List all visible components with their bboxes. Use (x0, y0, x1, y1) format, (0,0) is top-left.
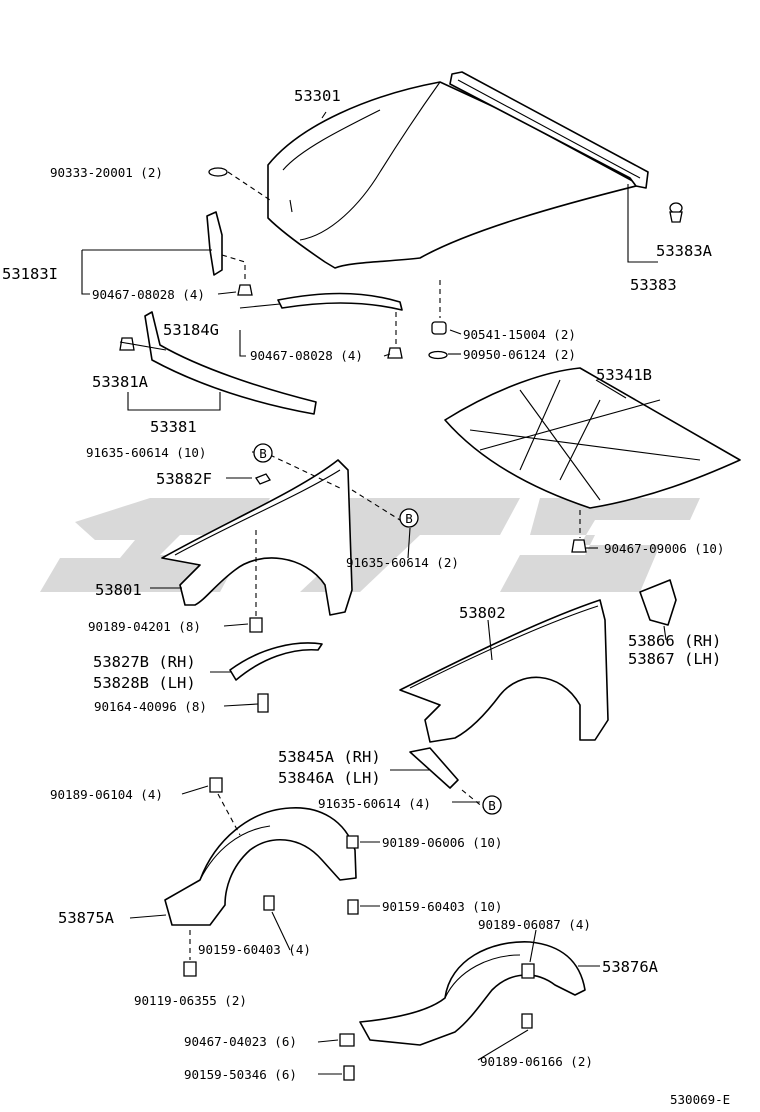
label-53381A: 53381A (92, 373, 149, 391)
label-90119: 90119-06355 (2) (134, 993, 247, 1008)
screw-90159-50346 (343, 1065, 355, 1081)
screw-90164 (257, 693, 269, 713)
label-90950: 90950-06124 (2) (463, 347, 576, 362)
marker-b-3: B (482, 795, 502, 815)
label-90159-60403-4: 90159-60403 (4) (198, 942, 311, 957)
label-90467-09006: 90467-09006 (10) (604, 541, 724, 556)
bracket-53845A (409, 747, 459, 789)
part-labels: 53301 90333-20001 (2) 53383A 53383 53183… (2, 87, 730, 1107)
side-seal-53183 (206, 211, 246, 282)
clip-90467-a (237, 284, 253, 296)
label-53866: 53866 (RH) (628, 632, 721, 650)
hood-seal-strip (449, 71, 649, 189)
label-53341B: 53341B (596, 366, 652, 384)
label-53846A: 53846A (LH) (278, 769, 381, 787)
leader-53341B (595, 379, 627, 399)
screw-90159-b (263, 895, 275, 911)
label-90189-06006: 90189-06006 (10) (382, 835, 502, 850)
label-90189-06104: 90189-06104 (4) (50, 787, 163, 802)
leader-53184 (239, 303, 281, 309)
label-90541: 90541-15004 (2) (463, 327, 576, 342)
fender-seal-53882F (255, 473, 271, 485)
label-90159-60403-10: 90159-60403 (10) (382, 899, 502, 914)
fender-liner-strip (229, 642, 323, 681)
label-53301: 53301 (294, 87, 341, 105)
dash-b3 (461, 789, 485, 809)
label-90467-08028-a: 90467-08028 (4) (92, 287, 205, 302)
label-90159-50346: 90159-50346 (6) (184, 1067, 297, 1082)
label-90189-04201: 90189-04201 (8) (88, 619, 201, 634)
clip-90189-06166 (521, 1013, 533, 1029)
hood-bumper (428, 280, 448, 360)
label-53867: 53867 (LH) (628, 650, 721, 668)
leader-lines (119, 111, 667, 1075)
front-seal-53184 (277, 292, 403, 311)
label-53876A: 53876A (602, 958, 659, 976)
dash-b2 (351, 489, 401, 521)
label-90189-06166: 90189-06166 (2) (480, 1054, 593, 1069)
label-53882F: 53882F (156, 470, 212, 488)
fender-left (161, 459, 353, 616)
label-53801: 53801 (95, 581, 142, 599)
label-53183I: 53183I (2, 265, 58, 283)
clip-90189-04201 (249, 530, 263, 633)
marker-b-1: B (253, 443, 273, 463)
grommet-clip (669, 202, 683, 223)
label-53828B: 53828B (LH) (93, 674, 196, 692)
marker-b-1-label: B (259, 446, 267, 461)
label-90467-04023: 90467-04023 (6) (184, 1034, 297, 1049)
label-90333: 90333-20001 (2) (50, 165, 163, 180)
hood-insulator (444, 367, 741, 509)
dash-b1 (269, 454, 341, 489)
label-53381: 53381 (150, 418, 197, 436)
hood-panel (267, 81, 641, 269)
label-91635-4: 91635-60614 (4) (318, 796, 431, 811)
screw-90159-a (347, 899, 359, 915)
marker-b-3-label: B (488, 798, 496, 813)
leader-53381-bracket (127, 392, 221, 411)
leader-53183-bracket (81, 250, 90, 295)
clip-90467-09006 (571, 510, 587, 553)
clip-90189-06006 (346, 835, 359, 849)
bolt-90119 (183, 930, 197, 977)
label-53184G: 53184G (163, 321, 219, 339)
bracket-53866 (639, 579, 677, 626)
clip-90467-04023 (339, 1033, 355, 1047)
clip-53381A (119, 337, 135, 351)
front-seal-53381 (144, 311, 317, 415)
wheel-liner-right (359, 941, 586, 1046)
label-90164: 90164-40096 (8) (94, 699, 207, 714)
label-53383: 53383 (630, 276, 677, 294)
marker-b-2-label: B (405, 511, 413, 526)
label-90467-08028-b: 90467-08028 (4) (250, 348, 363, 363)
leader-90467-a (217, 291, 237, 295)
label-53845A: 53845A (RH) (278, 748, 381, 766)
clip-90189-06087 (521, 963, 535, 979)
diagram-code: 530069-E (670, 1092, 730, 1107)
label-91635-2: 91635-60614 (2) (346, 555, 459, 570)
clip-90189-06104 (209, 777, 241, 836)
watermark (40, 498, 700, 592)
label-91635-10: 91635-60614 (10) (86, 445, 206, 460)
label-53875A: 53875A (58, 909, 115, 927)
wheel-liner-left (164, 807, 357, 926)
leader-53184-bracket (239, 330, 246, 357)
label-53827B: 53827B (RH) (93, 653, 196, 671)
fender-right (399, 599, 609, 743)
clip-90467-b (387, 312, 403, 359)
label-53802: 53802 (459, 604, 506, 622)
label-90189-06087: 90189-06087 (4) (478, 917, 591, 932)
label-53383A: 53383A (656, 242, 713, 260)
marker-b-2: B (399, 508, 419, 528)
hood-cushion (208, 167, 271, 201)
leader-53383 (627, 184, 658, 263)
